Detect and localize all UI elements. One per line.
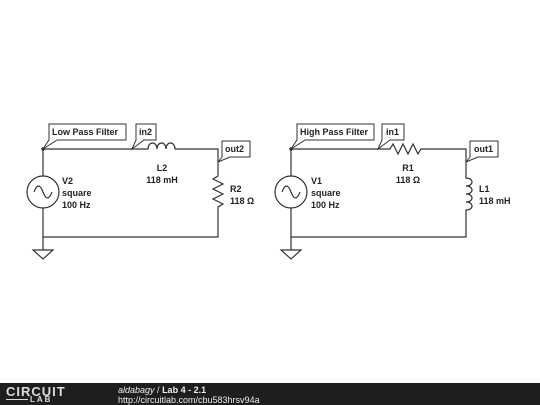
wire-right-top-right (426, 148, 467, 172)
in1-flag: in1 (376, 123, 405, 151)
v1-frequency: 100 Hz (311, 200, 340, 210)
in1-label: in1 (386, 127, 399, 137)
out2-label: out2 (225, 144, 244, 154)
author-link[interactable]: aldabagy (118, 385, 155, 395)
credit-line: aldabagy / Lab 4 - 2.1 (118, 385, 206, 395)
high-pass-filter-label: High Pass Filter (300, 127, 369, 137)
out1-label: out1 (474, 144, 493, 154)
footer-bar: CIRCUIT LAB aldabagy / Lab 4 - 2.1 http:… (0, 383, 540, 405)
v2-name: V2 (62, 176, 73, 186)
node-dot-left (41, 147, 45, 151)
r1-value: 118 Ω (396, 175, 420, 185)
out2-flag: out2 (217, 140, 251, 163)
high-pass-filter-flag: High Pass Filter (290, 123, 375, 150)
high-pass-circuit: V1 square 100 Hz R1 118 Ω L1 118 mH High… (274, 123, 511, 260)
voltage-source-v1 (274, 175, 308, 209)
circuitlab-logo: CIRCUIT (6, 384, 66, 399)
circuitlab-logo-sub: LAB (30, 395, 53, 404)
v2-frequency: 100 Hz (62, 200, 91, 210)
node-dot-right (289, 147, 293, 151)
out1-flag: out1 (465, 140, 499, 163)
resistor-r1 (380, 142, 426, 156)
low-pass-circuit: V2 square 100 Hz L2 118 mH R2 118 Ω Low … (26, 123, 254, 260)
in2-label: in2 (139, 127, 152, 137)
l1-name: L1 (479, 184, 490, 194)
low-pass-filter-flag: Low Pass Filter (42, 123, 127, 150)
v2-type: square (62, 188, 92, 198)
logo-wire-line (6, 399, 28, 400)
circuit-title: Lab 4 - 2.1 (162, 385, 207, 395)
l2-value: 118 mH (146, 175, 178, 185)
wire-left-top-right (180, 148, 219, 170)
voltage-source-v2 (26, 175, 60, 209)
inductor-l2 (136, 142, 180, 150)
inductor-l1 (465, 172, 473, 212)
l1-value: 118 mH (479, 196, 511, 206)
r1-name: R1 (402, 163, 414, 173)
r2-value: 118 Ω (230, 196, 254, 206)
circuit-url-link[interactable]: http://circuitlab.com/cbu583hrsv94a (118, 395, 260, 405)
wire-right-bottom (291, 212, 467, 238)
v1-type: square (311, 188, 341, 198)
ground-symbol-left (31, 249, 55, 260)
ground-symbol-right (279, 249, 303, 260)
credit-separator: / (154, 385, 163, 395)
in2-flag: in2 (130, 123, 157, 151)
v1-name: V1 (311, 176, 322, 186)
low-pass-filter-label: Low Pass Filter (52, 127, 119, 137)
l2-name: L2 (157, 163, 168, 173)
resistor-r2 (211, 170, 225, 214)
wire-left-bottom (43, 214, 219, 238)
r2-name: R2 (230, 184, 242, 194)
